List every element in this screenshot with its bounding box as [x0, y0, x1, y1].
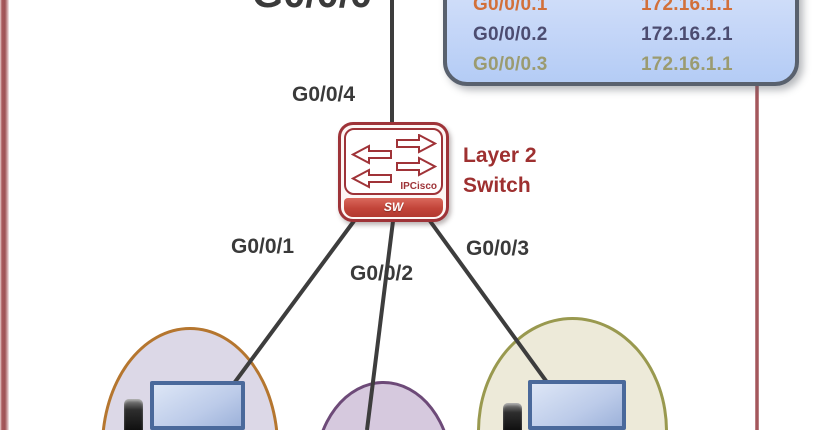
switch-arrows-panel: IPCisco — [344, 128, 443, 195]
interface-cell: G0/0/0.1 — [473, 0, 548, 15]
port-label-g0-0-3: G0/0/3 — [466, 237, 530, 260]
switch-caption-line1: Layer 2 — [463, 144, 537, 167]
ip-cell: 172.16.2.1 — [641, 24, 733, 45]
switch-arrows-icon — [350, 134, 437, 189]
subinterface-ip-callout: G0/0/0.1 172.16.1.1 G0/0/0.2 172.16.2.1 … — [443, 0, 799, 86]
ip-cell: 172.16.1.1 — [641, 0, 733, 15]
left-red-border-stripe — [0, 0, 9, 430]
callout-row-2: G0/0/0.2 172.16.2.1 — [473, 20, 795, 50]
callout-rows: G0/0/0.1 172.16.1.1 G0/0/0.2 172.16.2.1 … — [447, 0, 795, 80]
callout-row-3: G0/0/0.3 172.16.1.1 — [473, 50, 795, 80]
port-label-g0-0-4: G0/0/4 — [292, 83, 356, 106]
callout-row-1: G0/0/0.1 172.16.1.1 — [473, 0, 795, 20]
switch-caption-line2: Switch — [463, 174, 531, 197]
ip-cell: 172.16.1.1 — [641, 54, 733, 75]
port-label-g0-0-1: G0/0/1 — [231, 235, 295, 258]
switch-sw-badge: SW — [344, 198, 443, 217]
uplink-label-cropped: G0/0/0 — [252, 0, 372, 14]
pc-tower-icon — [503, 403, 522, 430]
pc-monitor-icon — [528, 380, 626, 430]
ipcisco-brand-label: IPCisco — [400, 181, 437, 192]
interface-cell: G0/0/0.2 — [473, 24, 548, 45]
vlan-ellipse-middle — [314, 381, 453, 430]
pc-tower-icon — [124, 399, 143, 430]
port-label-g0-0-2: G0/0/2 — [350, 262, 414, 285]
pc-monitor-icon — [150, 381, 245, 430]
interface-cell: G0/0/0.3 — [473, 54, 548, 75]
switch-caption: Layer 2 Switch — [463, 141, 537, 201]
layer2-switch-icon: IPCisco SW — [338, 122, 449, 222]
